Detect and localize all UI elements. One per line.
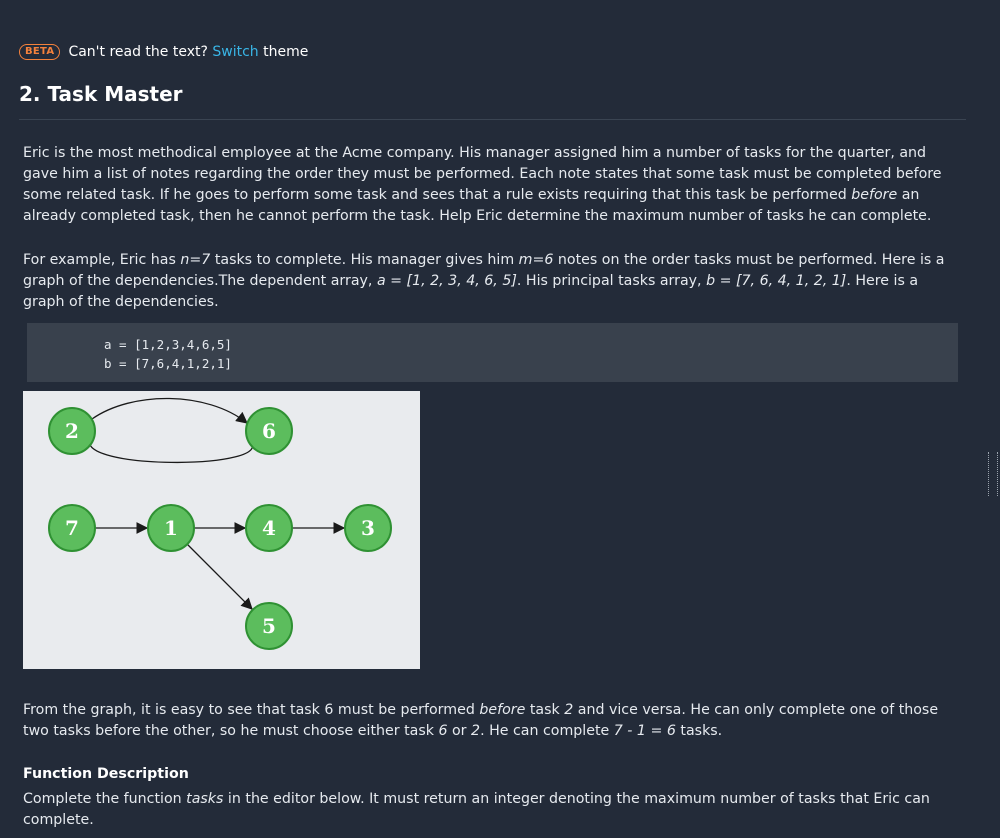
graph-node-label-1: 1 [164,516,178,540]
dependency-graph-svg: 2 6 7 1 4 3 5 [48,397,392,650]
graph-node-circle-7 [48,504,96,552]
graph-node-circle-3 [344,504,392,552]
graph-node-circle-5 [245,602,293,650]
graph-node-label-5: 5 [262,614,276,638]
graph-node-label-2: 2 [65,419,79,443]
graph-node-5: 5 [245,602,293,650]
title-divider [19,119,966,120]
graph-node-3: 3 [344,504,392,552]
graph-edge-6-to-2 [82,433,253,464]
problem-title: 2. Task Master [19,82,183,106]
graph-node-circle-2 [48,407,96,455]
code-block: a = [1,2,3,4,6,5] b = [7,6,4,1,2,1] [27,323,958,382]
function-description-heading: Function Description [23,766,189,782]
dependency-graph: 2 6 7 1 4 3 5 [23,391,420,669]
banner-text: Can't read the text? [68,44,208,60]
graph-node-4: 4 [245,504,293,552]
graph-node-label-6: 6 [262,419,276,443]
graph-node-7: 7 [48,504,96,552]
code-line-a: a = [1,2,3,4,6,5] [104,337,232,352]
graph-node-circle-6 [245,407,293,455]
function-description-paragraph: Complete the function tasks in the edito… [23,791,930,828]
graph-edge-2-to-6 [91,397,248,424]
example-paragraph: For example, Eric has n=7 tasks to compl… [23,252,945,310]
graph-node-label-4: 4 [262,516,276,540]
graph-node-2: 2 [48,407,96,455]
graph-node-1: 1 [147,504,195,552]
banner-suffix: theme [263,44,309,60]
intro-paragraph: Eric is the most methodical employee at … [23,145,942,224]
scrollbar-thumb[interactable] [988,452,998,496]
graph-node-label-3: 3 [361,516,375,540]
graph-explanation-paragraph: From the graph, it is easy to see that t… [23,702,939,739]
beta-banner: BETA Can't read the text? Switch theme [19,41,308,63]
code-line-b: b = [7,6,4,1,2,1] [104,356,232,371]
graph-edge-1-to-5 [186,543,253,610]
graph-node-circle-1 [147,504,195,552]
switch-theme-link[interactable]: Switch [212,44,259,60]
scrollbar[interactable] [986,0,1000,838]
graph-node-6: 6 [245,407,293,455]
graph-node-circle-4 [245,504,293,552]
graph-node-label-7: 7 [65,516,79,540]
beta-badge: BETA [19,44,61,60]
